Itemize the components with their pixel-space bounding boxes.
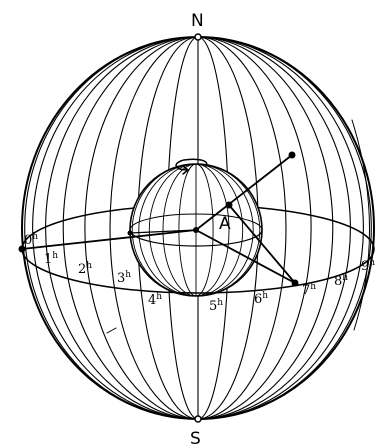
hour-label-4: 4h — [148, 292, 162, 308]
point-a-label: A — [219, 214, 231, 234]
hour-label-5: 5h — [209, 298, 223, 314]
hour-label-9: 9h — [361, 258, 375, 274]
stray-mark — [107, 328, 116, 333]
hour-unit: h — [342, 273, 348, 283]
north-pole-label: N — [191, 11, 204, 31]
hour-label-7: 7h — [302, 282, 316, 298]
hour-unit: h — [217, 298, 223, 308]
south-pole-label: S — [190, 429, 201, 447]
north-pole-point — [195, 34, 201, 40]
hour-unit: h — [156, 292, 162, 302]
south-pole-point — [195, 416, 201, 422]
hour-unit: h — [52, 251, 58, 261]
hour-unit: h — [86, 261, 92, 271]
earth-front-point — [128, 231, 133, 236]
hour-7-point — [292, 280, 299, 287]
hour-unit: h — [369, 258, 375, 268]
hour-label-0: 0h — [24, 232, 38, 248]
hour-unit: h — [32, 232, 38, 242]
hour-unit: h — [125, 270, 131, 280]
hour-label-2: 2h — [78, 261, 92, 277]
hour-label-6: 6h — [254, 291, 268, 307]
centre-point — [193, 227, 199, 233]
hour-unit: h — [310, 282, 316, 292]
star-point — [289, 152, 296, 159]
point-a — [226, 202, 233, 209]
hour-label-1: 1h — [44, 251, 58, 267]
hour-unit: h — [262, 291, 268, 301]
hour-label-8: 8h — [334, 273, 348, 289]
hour-label-3: 3h — [117, 270, 131, 286]
